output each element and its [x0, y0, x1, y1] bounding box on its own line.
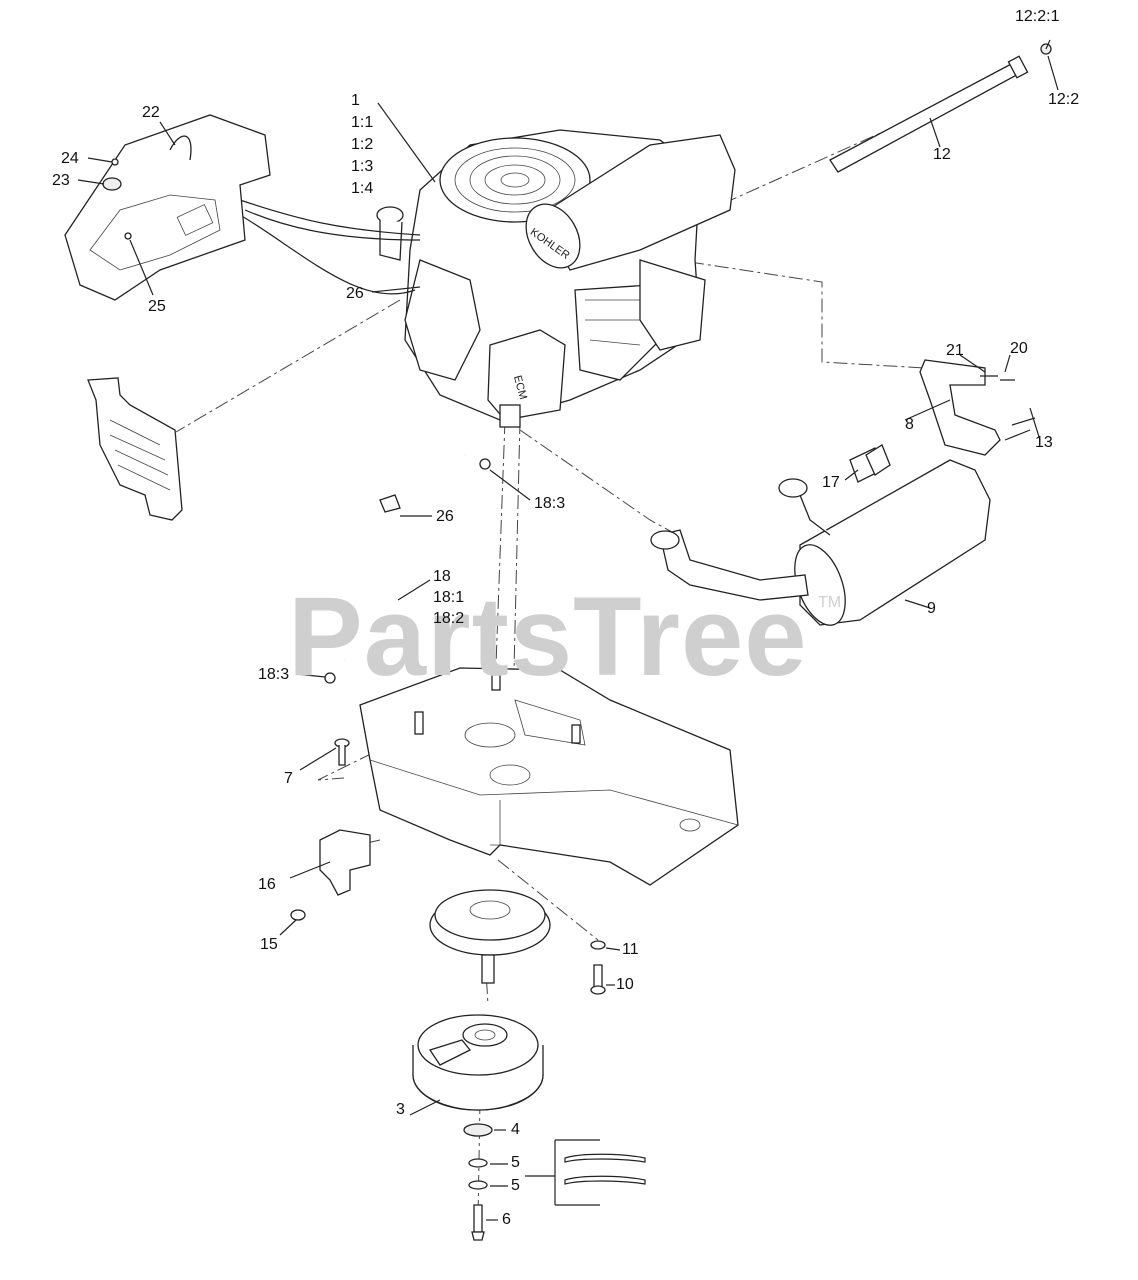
part-12-tube[interactable] [829, 39, 1059, 173]
callout-21[interactable]: 21 [946, 342, 964, 359]
callout-23[interactable]: 23 [52, 172, 70, 189]
part-3-clutch[interactable] [409, 1014, 544, 1116]
partstree-watermark: PartsTree [288, 574, 808, 699]
trademark-symbol: TM [818, 594, 842, 611]
part-4-spacer[interactable] [463, 1123, 506, 1137]
callout-26-mid[interactable]: 26 [436, 508, 454, 525]
callout-1-2[interactable]: 1:2 [351, 136, 374, 153]
callout-17[interactable]: 17 [822, 474, 840, 491]
part-5-washer-b[interactable] [468, 1180, 508, 1190]
part-7-bolt[interactable] [299, 738, 350, 771]
callout-5-b[interactable]: 5 [511, 1177, 520, 1194]
callout-9[interactable]: 9 [927, 600, 936, 617]
part-5-detail-box [525, 1139, 646, 1206]
callout-1[interactable]: 1 [351, 92, 360, 109]
part-16-bracket[interactable] [279, 829, 371, 936]
part-9-muffler[interactable] [650, 459, 991, 632]
callout-1-3[interactable]: 1:3 [351, 158, 374, 175]
callout-26-top[interactable]: 26 [346, 285, 364, 302]
callout-18-3-bot[interactable]: 18:3 [258, 666, 290, 683]
part-1-engine[interactable]: KOHLER ECM [239, 129, 736, 428]
callout-4[interactable]: 4 [511, 1121, 520, 1138]
callout-24[interactable]: 24 [61, 150, 79, 167]
callout-12[interactable]: 12 [933, 146, 951, 163]
callout-3[interactable]: 3 [396, 1101, 405, 1118]
part-pulley[interactable] [429, 889, 551, 984]
callout-18-2[interactable]: 18:2 [433, 610, 465, 627]
callout-18-3-top[interactable]: 18:3 [534, 495, 566, 512]
callout-13[interactable]: 13 [1035, 434, 1053, 451]
callout-6[interactable]: 6 [502, 1211, 511, 1228]
part-11-washer[interactable] [590, 940, 621, 951]
part-18-fuel-line[interactable] [295, 452, 531, 684]
callout-18[interactable]: 18 [433, 568, 451, 585]
callout-10[interactable]: 10 [616, 976, 634, 993]
callout-22[interactable]: 22 [142, 104, 160, 121]
callout-8[interactable]: 8 [905, 416, 914, 433]
callout-12-2-1[interactable]: 12:2:1 [1015, 8, 1060, 25]
callout-16[interactable]: 16 [258, 876, 276, 893]
callout-1-1[interactable]: 1:1 [351, 114, 374, 131]
part-heat-shield[interactable] [87, 377, 183, 521]
part-6-bolt[interactable] [471, 1204, 498, 1241]
callout-25[interactable]: 25 [148, 298, 166, 315]
callout-15[interactable]: 15 [260, 936, 278, 953]
callout-12-2[interactable]: 12:2 [1048, 91, 1080, 108]
part-5-washer-a[interactable] [468, 1158, 508, 1168]
part-8-bracket[interactable] [904, 354, 1041, 456]
alignment-guides [175, 74, 1011, 1221]
part-engine-deck[interactable] [359, 667, 739, 886]
callout-1-4[interactable]: 1:4 [351, 180, 374, 197]
part-22-control-panel[interactable] [64, 114, 271, 301]
callout-11[interactable]: 11 [622, 941, 639, 958]
callout-5-a[interactable]: 5 [511, 1154, 520, 1171]
callout-20[interactable]: 20 [1010, 340, 1028, 357]
callout-7[interactable]: 7 [284, 770, 293, 787]
part-10-bolt[interactable] [590, 964, 615, 995]
callout-18-1[interactable]: 18:1 [433, 589, 465, 606]
part-17-clamp[interactable] [844, 444, 891, 483]
